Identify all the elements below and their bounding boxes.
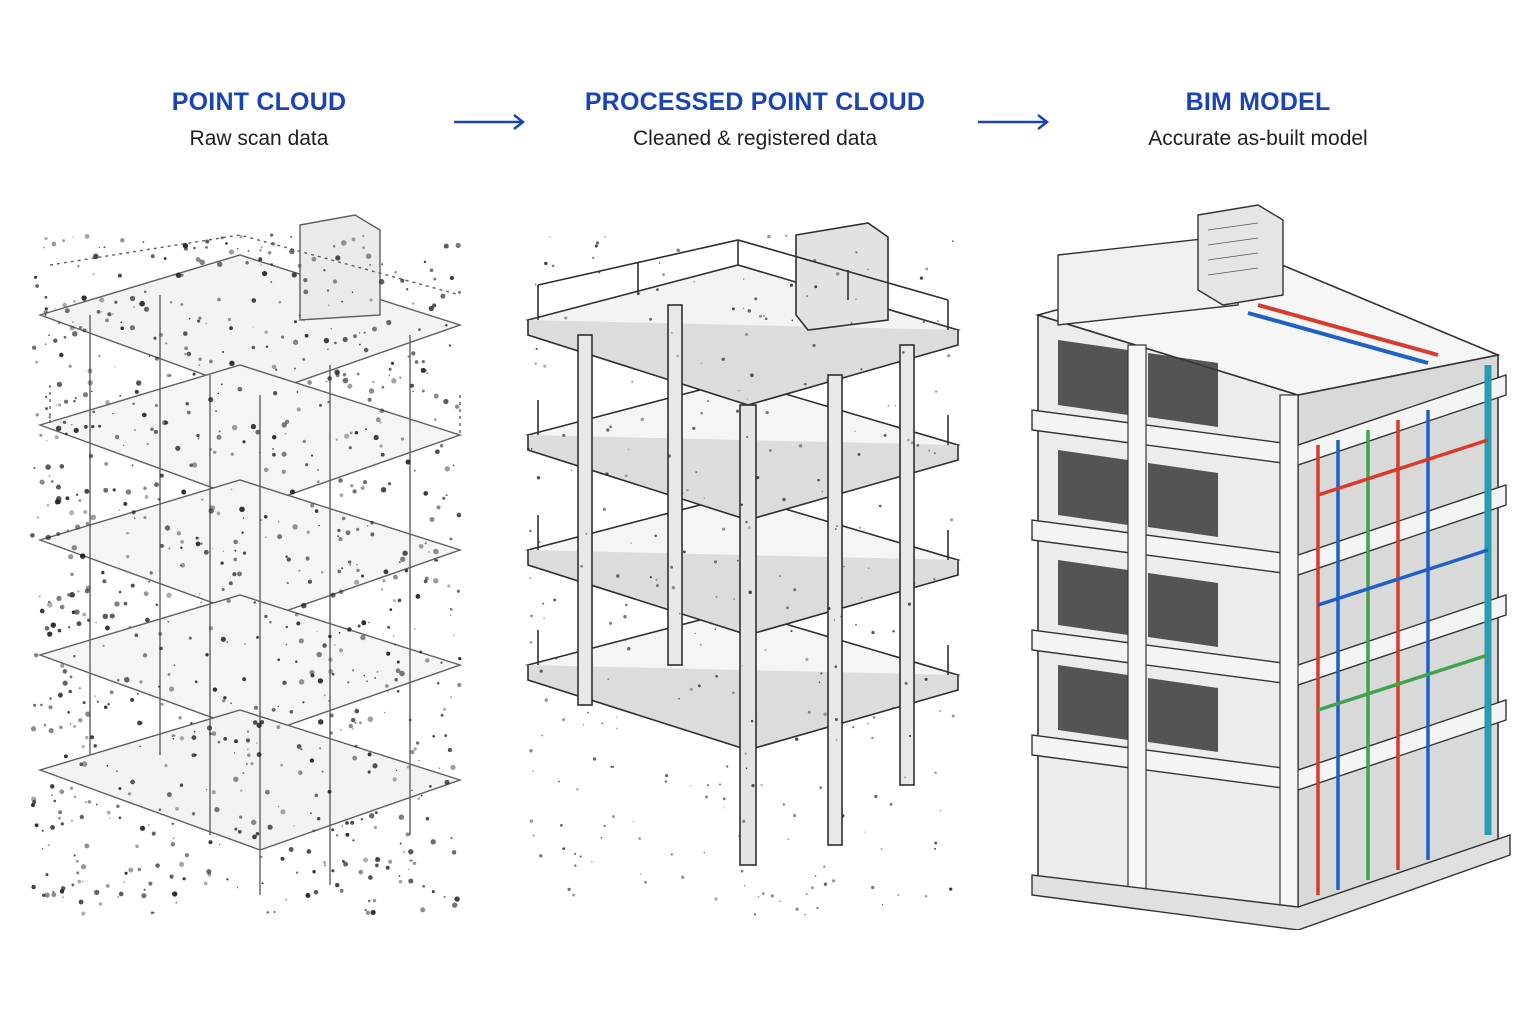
stage-bim-model-header: BIM MODEL Accurate as-built model	[1048, 86, 1468, 152]
stage-subtitle: Raw scan data	[49, 126, 469, 152]
stage-point-cloud-header: POINT CLOUD Raw scan data	[49, 86, 469, 152]
arrow-right-icon	[452, 110, 528, 134]
stage-processed-point-cloud-header: PROCESSED POINT CLOUD Cleaned & register…	[545, 86, 965, 152]
raw-point-cloud-building-illustration	[10, 195, 480, 930]
stage-title: POINT CLOUD	[49, 86, 469, 118]
arrow-right-icon	[976, 110, 1052, 134]
stage-subtitle: Accurate as-built model	[1048, 126, 1468, 152]
processed-point-cloud-building-illustration	[508, 195, 978, 930]
stage-title: BIM MODEL	[1048, 86, 1468, 118]
stage-title: PROCESSED POINT CLOUD	[545, 86, 965, 118]
stage-subtitle: Cleaned & registered data	[545, 126, 965, 152]
bim-model-building-illustration	[1018, 195, 1523, 930]
